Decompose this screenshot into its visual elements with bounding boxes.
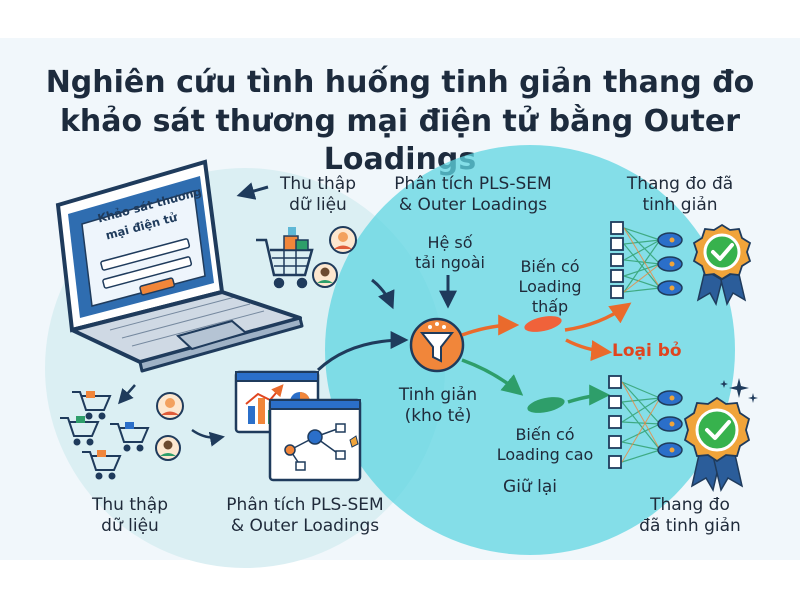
- label-collect-data-bottom-2: dữ liệu: [101, 516, 159, 536]
- label-refine-1: Tinh giản: [398, 385, 478, 405]
- arrow-to-high-loading: [461, 358, 524, 396]
- box-icon: [288, 227, 296, 235]
- sparkle-icon: [720, 378, 758, 403]
- label-pls-top-1: Phân tích PLS-SEM: [394, 174, 552, 194]
- analytics-dashboard-icon: [234, 370, 362, 482]
- box-icon: [86, 391, 95, 398]
- label-collect-data-bottom-1: Thu thập: [92, 495, 168, 515]
- label-reduced-scale-bottom-1: Thang đo: [650, 495, 730, 515]
- shopping-cart-icon: [72, 391, 112, 420]
- label-high-loading-1: Biến có: [515, 425, 575, 444]
- shopping-cart-icon: [110, 423, 150, 452]
- label-outer-coefficient-1: Hệ số: [427, 233, 473, 252]
- shopping-cart-icon: [82, 451, 122, 480]
- box-icon: [97, 450, 106, 457]
- arrow-to-reduced-scale-top: [564, 302, 632, 332]
- title-line-1: Nghiên cứu tình huống tinh giản thang đo: [45, 65, 755, 100]
- label-collect-data-top-1: Thu thập: [280, 174, 356, 194]
- scale-network-bottom: [608, 375, 683, 469]
- label-low-loading-1: Biến có: [520, 257, 580, 276]
- label-keep: Giữ lại: [503, 477, 557, 497]
- laptop-icon: [55, 159, 304, 373]
- arrow-to-low-loading: [461, 314, 520, 337]
- person-icon: [312, 262, 338, 288]
- person-icon: [156, 392, 184, 420]
- shopping-cart-icon: [60, 417, 100, 446]
- box-icon: [125, 422, 134, 429]
- label-remove: Loại bỏ: [612, 341, 682, 361]
- high-loading-variable-icon: [527, 397, 565, 413]
- person-icon: [329, 226, 357, 254]
- label-low-loading-2: Loading: [518, 277, 582, 296]
- label-pls-bottom-1: Phân tích PLS-SEM: [226, 495, 384, 515]
- label-outer-coefficient-2: tải ngoài: [415, 253, 485, 272]
- funnel-icon: [409, 317, 465, 373]
- title-line-2: khảo sát thương mại điện tử bằng Outer L…: [59, 104, 741, 177]
- box-icon: [76, 416, 85, 423]
- low-loading-variable-icon: [524, 316, 562, 332]
- label-reduced-scale-top-2: tinh giản: [642, 195, 718, 215]
- label-refine-2: (kho tẻ): [404, 406, 472, 426]
- approval-badge-icon-top: [692, 223, 752, 307]
- label-reduced-scale-top-1: Thang đo đã: [626, 174, 734, 194]
- label-pls-bottom-2: & Outer Loadings: [230, 516, 380, 536]
- scale-network-top: [610, 221, 683, 299]
- label-reduced-scale-bottom-2: đã tinh giản: [639, 516, 741, 536]
- label-high-loading-2: Loading cao: [496, 445, 594, 464]
- box-icon: [295, 239, 309, 251]
- label-collect-data-top-2: dữ liệu: [289, 195, 347, 215]
- person-icon: [155, 435, 181, 461]
- label-pls-top-2: & Outer Loadings: [398, 195, 548, 215]
- right-circle: [325, 145, 735, 555]
- label-low-loading-3: thấp: [531, 297, 569, 316]
- arrow-to-remove: [565, 338, 613, 362]
- arrow-to-reduced-scale-bottom: [567, 384, 611, 406]
- approval-badge-icon-bottom: [683, 396, 751, 493]
